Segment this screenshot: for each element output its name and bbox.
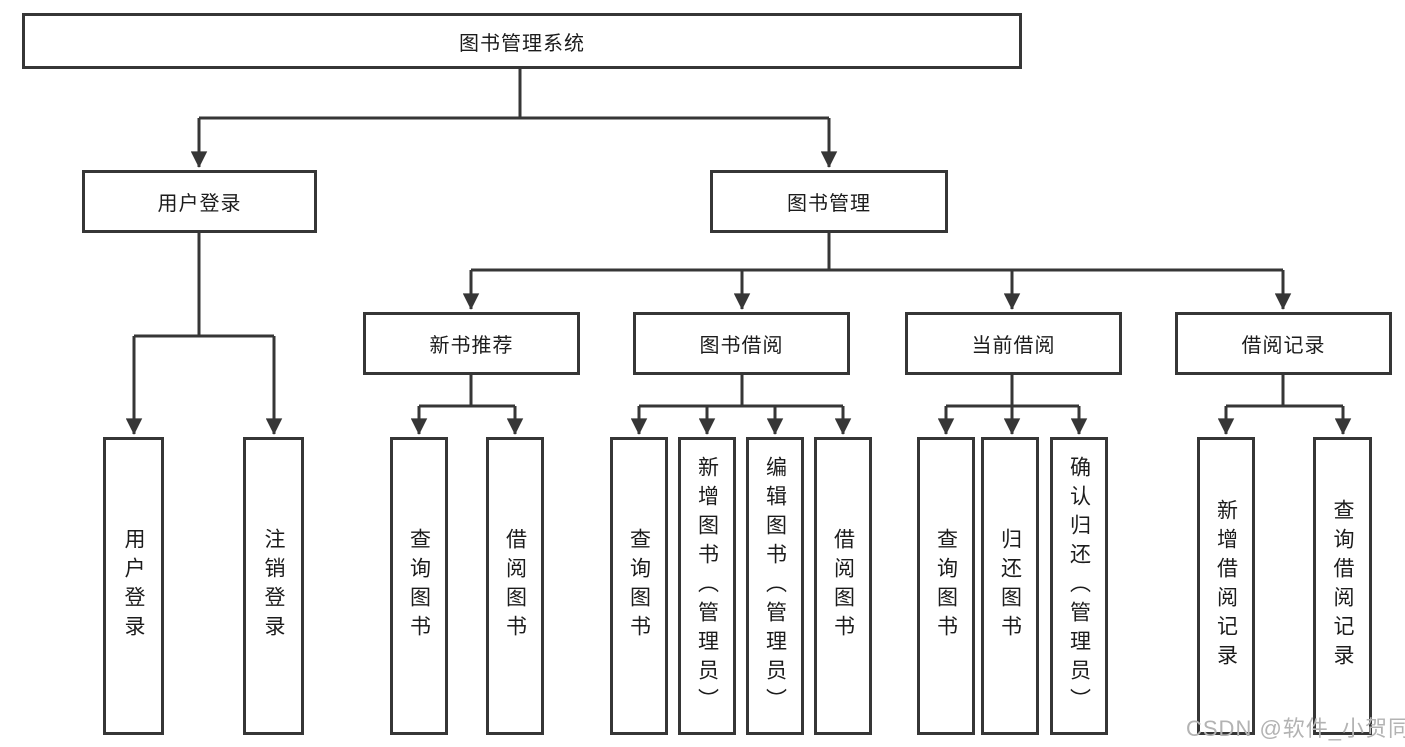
node-current-borrow-label: 当前借阅 bbox=[971, 335, 1056, 357]
leaf-record-add-record: 新增借阅记录 bbox=[1197, 437, 1255, 735]
leaf-current-query-book-label: 查询图书 bbox=[934, 528, 958, 644]
node-user-login: 用户登录 bbox=[82, 170, 317, 233]
connector-root-to-level2 bbox=[199, 68, 829, 120]
leaf-newbook-query-book-label: 查询图书 bbox=[407, 528, 431, 644]
node-current-borrow: 当前借阅 bbox=[905, 312, 1122, 375]
leaf-borrow-add-book-admin-label: 新增图书（管理员） bbox=[695, 455, 719, 717]
node-root-label: 图书管理系统 bbox=[459, 32, 585, 55]
node-book-borrow-label: 图书借阅 bbox=[699, 335, 784, 357]
leaf-current-return-book-label: 归还图书 bbox=[998, 528, 1022, 644]
leaf-borrow-query-book-label: 查询图书 bbox=[627, 528, 651, 644]
node-borrow-record-label: 借阅记录 bbox=[1241, 335, 1326, 357]
leaf-user-login-label: 用户登录 bbox=[122, 528, 145, 644]
leaf-current-return-book: 归还图书 bbox=[981, 437, 1039, 735]
connector-newbook-to-leaves bbox=[419, 374, 515, 408]
leaf-borrow-borrow-book-label: 借阅图书 bbox=[831, 528, 855, 644]
connector-record-to-leaves bbox=[1226, 374, 1343, 408]
node-new-book-recommend: 新书推荐 bbox=[363, 312, 580, 375]
leaf-borrow-add-book-admin: 新增图书（管理员） bbox=[678, 437, 736, 735]
leaf-current-confirm-return-admin-label: 确认归还（管理员） bbox=[1067, 455, 1091, 717]
leaf-newbook-query-book: 查询图书 bbox=[390, 437, 448, 735]
connector-borrow-to-leaves bbox=[639, 374, 843, 408]
connector-bookmgmt-to-level3 bbox=[471, 232, 1283, 272]
leaf-record-query-record: 查询借阅记录 bbox=[1313, 437, 1372, 735]
node-new-book-recommend-label: 新书推荐 bbox=[429, 335, 514, 357]
leaf-logout-label: 注销登录 bbox=[262, 528, 285, 644]
leaf-user-login: 用户登录 bbox=[103, 437, 164, 735]
leaf-newbook-borrow-book: 借阅图书 bbox=[486, 437, 544, 735]
leaf-current-query-book: 查询图书 bbox=[917, 437, 975, 735]
csdn-watermark: CSDN @软件_小贺同学 bbox=[1186, 716, 1405, 741]
leaf-record-query-record-label: 查询借阅记录 bbox=[1331, 499, 1354, 673]
node-borrow-record: 借阅记录 bbox=[1175, 312, 1392, 375]
node-book-management: 图书管理 bbox=[710, 170, 948, 233]
node-book-borrow: 图书借阅 bbox=[633, 312, 850, 375]
node-root-system: 图书管理系统 bbox=[22, 13, 1022, 69]
leaf-newbook-borrow-book-label: 借阅图书 bbox=[503, 528, 527, 644]
leaf-record-add-record-label: 新增借阅记录 bbox=[1214, 499, 1238, 673]
leaf-logout: 注销登录 bbox=[243, 437, 304, 735]
leaf-borrow-edit-book-admin-label: 编辑图书（管理员） bbox=[763, 455, 787, 717]
leaf-borrow-query-book: 查询图书 bbox=[610, 437, 668, 735]
leaf-borrow-edit-book-admin: 编辑图书（管理员） bbox=[746, 437, 804, 735]
node-user-login-label: 用户登录 bbox=[157, 193, 242, 215]
leaf-borrow-borrow-book: 借阅图书 bbox=[814, 437, 872, 735]
connector-userlogin-to-leaves bbox=[134, 232, 274, 338]
leaf-current-confirm-return-admin: 确认归还（管理员） bbox=[1050, 437, 1108, 735]
node-book-management-label: 图书管理 bbox=[787, 193, 871, 215]
connector-current-to-leaves bbox=[946, 374, 1079, 408]
